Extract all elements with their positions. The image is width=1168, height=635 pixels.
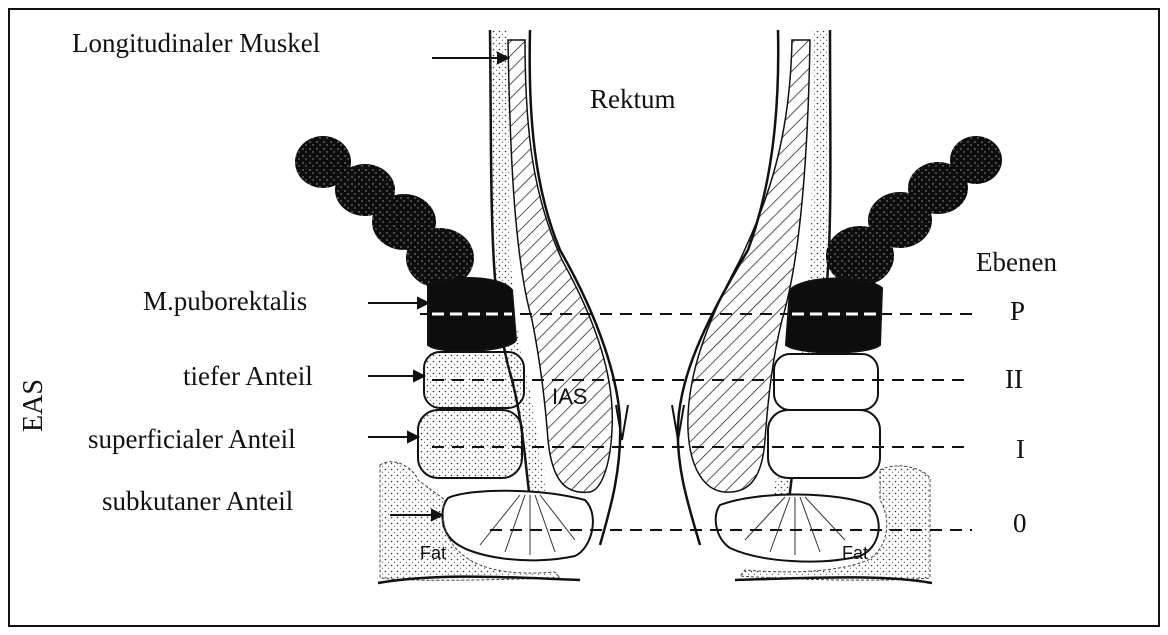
eas-deep-right — [774, 354, 878, 410]
label-puborectalis: M.puborektalis — [143, 288, 307, 315]
levator-ani-left — [295, 136, 474, 288]
label-fat-left: Fat — [420, 544, 446, 562]
label-eas: EAS — [20, 379, 48, 432]
label-longitudinal-muscle: Longitudinaler Muskel — [72, 30, 320, 57]
label-deep-part: tiefer Anteil — [183, 363, 313, 390]
label-superficial-part: superficialer Anteil — [88, 426, 296, 453]
label-rectum: Rektum — [590, 86, 676, 113]
canal-arrow-left — [616, 405, 628, 440]
plane-label-i: I — [1016, 436, 1025, 463]
label-subcutaneous-part: subkutaner Anteil — [102, 488, 293, 515]
eas-superficial-right — [768, 410, 880, 478]
plane-label-0: 0 — [1013, 510, 1027, 537]
label-fat-right: Fat — [842, 544, 868, 562]
plane-label-p: P — [1010, 298, 1025, 325]
label-planes-title: Ebenen — [976, 249, 1057, 276]
eas-subcutaneous-left — [442, 491, 592, 561]
eas-superficial-left — [418, 410, 522, 478]
label-ias: IAS — [552, 386, 587, 408]
plane-label-ii: II — [1005, 366, 1023, 393]
